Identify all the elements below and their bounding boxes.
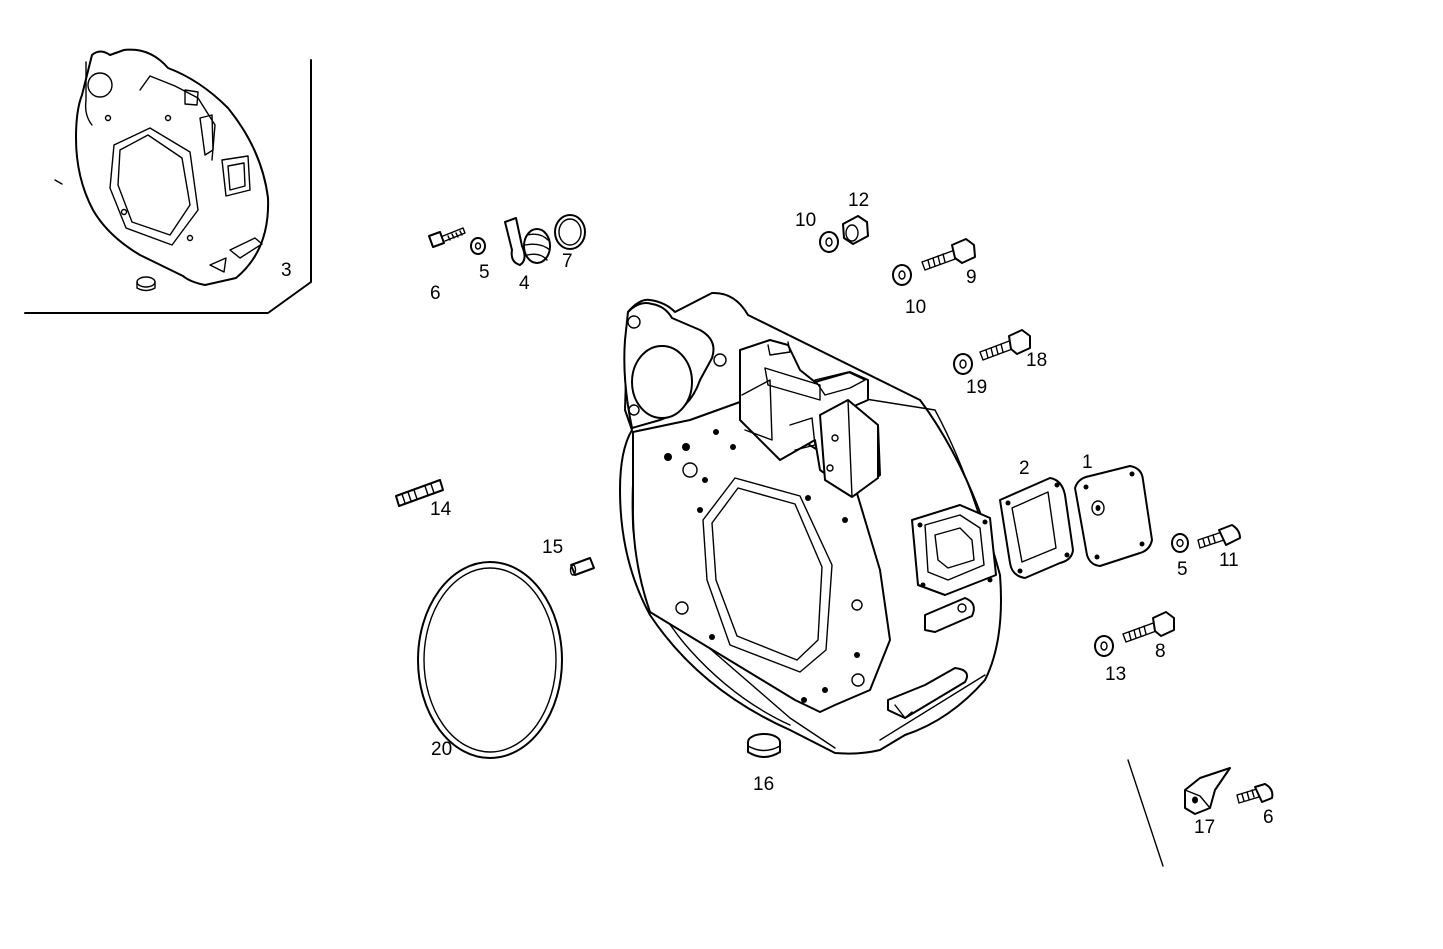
part-4-clip [504, 217, 551, 266]
label-part-15: 15 [542, 537, 563, 558]
inset-housing-drawing [54, 48, 270, 292]
part-5-washer-top [470, 237, 486, 255]
part-10-washer-top [819, 231, 839, 253]
label-part-8: 8 [1155, 641, 1166, 662]
label-part-9: 9 [966, 267, 977, 288]
label-part-16: 16 [753, 774, 774, 795]
part-17-bracket [1184, 767, 1231, 815]
part-6-bolt-lower [1236, 783, 1274, 804]
label-part-10-lower: 10 [905, 297, 926, 318]
part-9-bolt [921, 238, 976, 271]
part-15-pin [569, 557, 595, 576]
inset-frame [24, 59, 312, 314]
flywheel-housing [619, 291, 1002, 755]
hexagon-opening [702, 477, 833, 673]
label-part-7: 7 [562, 251, 573, 272]
part-8-bolt [1122, 611, 1175, 643]
part-20-o-ring [417, 561, 563, 759]
label-part-5-right: 5 [1177, 559, 1188, 580]
part-19-washer [953, 353, 973, 375]
label-part-1: 1 [1082, 452, 1093, 473]
label-part-19: 19 [966, 377, 987, 398]
label-part-10-top: 10 [795, 210, 816, 231]
label-part-11: 11 [1219, 550, 1239, 571]
label-part-20: 20 [431, 739, 452, 760]
part-7-ring [554, 214, 586, 250]
label-part-12: 12 [848, 190, 869, 211]
part-13-washer [1094, 635, 1114, 657]
label-part-14: 14 [430, 499, 452, 520]
part-5-washer-right [1171, 533, 1189, 553]
label-part-6: 6 [430, 283, 441, 304]
label-part-4: 4 [519, 273, 530, 294]
part-16-plug [747, 733, 781, 758]
part-18-bolt [979, 329, 1031, 361]
label-part-5: 5 [479, 262, 490, 283]
label-part-17: 17 [1194, 817, 1215, 838]
part-10-washer-lower [892, 264, 912, 286]
part-6-bolt-top [428, 227, 466, 248]
label-part-3: 3 [281, 260, 292, 281]
detail-separator-line [1127, 759, 1164, 867]
label-part-13: 13 [1105, 664, 1126, 685]
part-1-cover-plate [1074, 465, 1153, 567]
label-part-18: 18 [1026, 350, 1047, 371]
part-11-bolt [1197, 524, 1241, 549]
label-part-2: 2 [1019, 458, 1030, 479]
part-14-stud [395, 479, 444, 507]
part-2-gasket [999, 477, 1074, 579]
part-12-nut [842, 215, 869, 245]
label-part-6-lower: 6 [1263, 807, 1274, 828]
inset-assembly-view [24, 48, 312, 314]
